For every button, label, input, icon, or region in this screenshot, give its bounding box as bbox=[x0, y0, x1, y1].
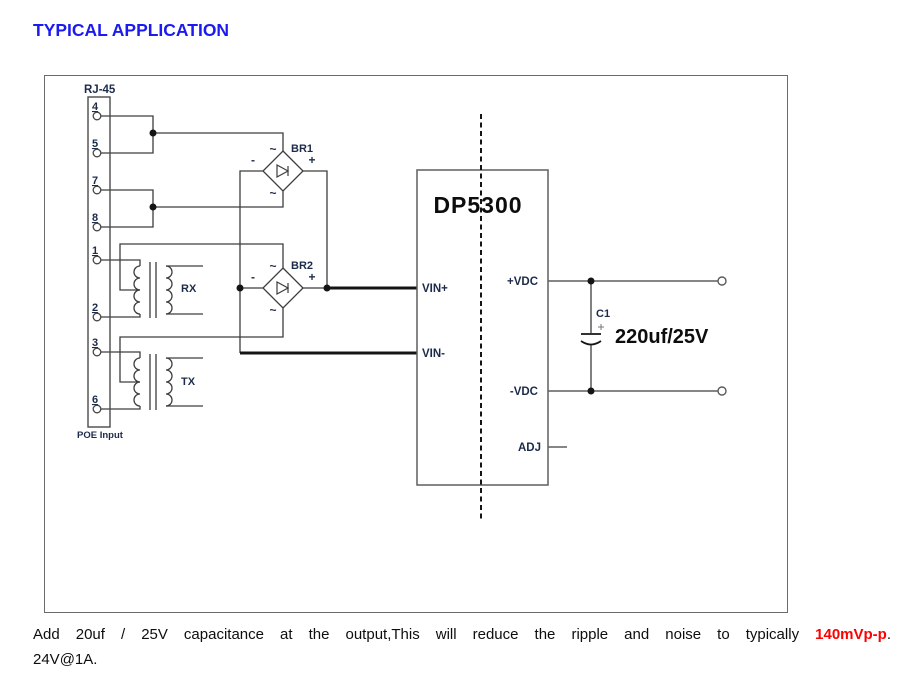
rj45-pin-6: 6 bbox=[92, 394, 102, 414]
rj45-pin-2: 2 bbox=[92, 302, 102, 322]
dp5300-module: DP5300 VIN+ VIN- +VDC -VDC ADJ bbox=[416, 114, 549, 521]
wire-minus-rail bbox=[239, 170, 263, 353]
junction-dot bbox=[149, 203, 157, 211]
br2-label: BR2 bbox=[291, 260, 313, 272]
pin-label: 6 bbox=[92, 394, 98, 406]
adj-pin-label: ADJ bbox=[518, 442, 541, 454]
output-terminal-positive bbox=[717, 276, 727, 286]
wire-rx-centertap bbox=[119, 243, 284, 291]
caption: Add 20uf / 25V capacitance at the output… bbox=[33, 622, 891, 672]
tx-primary-winding bbox=[133, 357, 141, 407]
tx-core bbox=[149, 354, 157, 410]
pin-label: 8 bbox=[92, 212, 98, 224]
pin-label: 4 bbox=[92, 101, 99, 113]
junction-dot bbox=[587, 277, 595, 285]
pin-terminal bbox=[92, 404, 102, 414]
rx-label: RX bbox=[181, 283, 197, 295]
pin-terminal bbox=[92, 111, 102, 121]
junctions bbox=[149, 129, 727, 396]
pin-terminal bbox=[92, 148, 102, 158]
wire-pin3-tx bbox=[101, 351, 141, 358]
rx-core bbox=[149, 262, 157, 318]
vdc-plus-pin-label: +VDC bbox=[507, 276, 538, 288]
wire-tx-centertap bbox=[119, 308, 284, 383]
cap-plate-bottom bbox=[580, 340, 602, 346]
cap-value-label: 220uf/25V bbox=[615, 326, 709, 348]
rj45-pin-3: 3 bbox=[92, 337, 102, 357]
wires bbox=[101, 115, 718, 448]
tx-transformer: TX bbox=[133, 354, 196, 410]
br2-minus: - bbox=[251, 270, 255, 284]
br1-body bbox=[262, 150, 304, 192]
pin-terminal bbox=[92, 222, 102, 232]
output-capacitor: C1 220uf/25V bbox=[580, 308, 709, 348]
wire-pin4-pin5 bbox=[101, 115, 154, 154]
output-terminal-negative bbox=[717, 386, 727, 396]
br1-plus: + bbox=[308, 153, 315, 167]
vdc-minus-pin-label: -VDC bbox=[510, 386, 538, 398]
pin-terminal bbox=[92, 347, 102, 357]
br1-diode-icon bbox=[276, 163, 290, 179]
br1-ac-top: ~ bbox=[269, 142, 276, 156]
dp5300-body bbox=[416, 169, 549, 486]
wire-plus-rail bbox=[303, 170, 328, 288]
rx-secondary-winding bbox=[165, 265, 173, 315]
vin-plus-pin-label: VIN+ bbox=[422, 283, 448, 295]
br2-body bbox=[262, 267, 304, 309]
caption-highlight: 140mVp-p bbox=[815, 626, 887, 643]
wire-pin2-rx bbox=[101, 314, 141, 318]
rx-primary-winding bbox=[133, 265, 141, 315]
rj45-pin-5: 5 bbox=[92, 138, 102, 158]
junction-dot bbox=[587, 387, 595, 395]
pin-label: 7 bbox=[92, 175, 98, 187]
pin-label: 5 bbox=[92, 138, 98, 150]
rj45-body bbox=[87, 96, 111, 428]
br1-minus: - bbox=[251, 153, 255, 167]
wire-pin1-rx bbox=[101, 259, 141, 266]
br1-label: BR1 bbox=[291, 143, 313, 155]
pin-terminal bbox=[92, 312, 102, 322]
rj45-connector: RJ-45 POE Input 4 5 7 8 1 2 3 bbox=[77, 84, 124, 441]
schematic-frame bbox=[44, 75, 788, 613]
pin-label: 3 bbox=[92, 337, 98, 349]
dp5300-name: DP5300 bbox=[433, 192, 522, 218]
wire-pin7-pin8 bbox=[101, 189, 154, 228]
bridge-rectifier-br1: ~ ~ - + BR1 bbox=[251, 142, 316, 200]
cap-polarity-plus-icon bbox=[598, 324, 604, 330]
wire-pair78-to-br1-bottom bbox=[153, 191, 284, 208]
caption-text: Add 20uf / 25V capacitance at the output… bbox=[33, 626, 800, 643]
pin-terminal bbox=[92, 255, 102, 265]
rj45-pin-7: 7 bbox=[92, 175, 102, 195]
rj45-label: RJ-45 bbox=[84, 84, 116, 96]
br2-diode-icon bbox=[276, 280, 290, 296]
junction-dot bbox=[323, 284, 331, 292]
page-title: TYPICAL APPLICATION bbox=[33, 20, 230, 40]
br2-plus: + bbox=[308, 270, 315, 284]
rj45-pin-8: 8 bbox=[92, 212, 102, 232]
rj45-pin-1: 1 bbox=[92, 245, 102, 265]
pin-label: 1 bbox=[92, 245, 98, 257]
br1-ac-bottom: ~ bbox=[269, 186, 276, 200]
wire-pin6-tx bbox=[101, 406, 141, 410]
br2-ac-top: ~ bbox=[269, 259, 276, 273]
caption-line2: 24V@1A. bbox=[33, 651, 98, 668]
rj45-pin-4: 4 bbox=[92, 101, 102, 121]
junction-dot bbox=[236, 284, 244, 292]
poe-input-label: POE Input bbox=[77, 430, 124, 441]
vin-minus-pin-label: VIN- bbox=[422, 348, 445, 360]
tx-secondary-winding bbox=[165, 357, 173, 407]
wire-pair45-to-br1-top bbox=[153, 132, 284, 151]
pin-label: 2 bbox=[92, 302, 98, 314]
pin-terminal bbox=[92, 185, 102, 195]
rx-transformer: RX bbox=[133, 262, 197, 318]
bridge-rectifier-br2: ~ ~ - + BR2 bbox=[251, 259, 316, 317]
caption-period: . bbox=[886, 626, 892, 643]
br2-ac-bottom: ~ bbox=[269, 303, 276, 317]
junction-dot bbox=[149, 129, 157, 137]
cap-ref-label: C1 bbox=[596, 308, 610, 320]
tx-label: TX bbox=[181, 376, 196, 388]
caption-line1: Add 20uf / 25V capacitance at the output… bbox=[33, 622, 891, 647]
